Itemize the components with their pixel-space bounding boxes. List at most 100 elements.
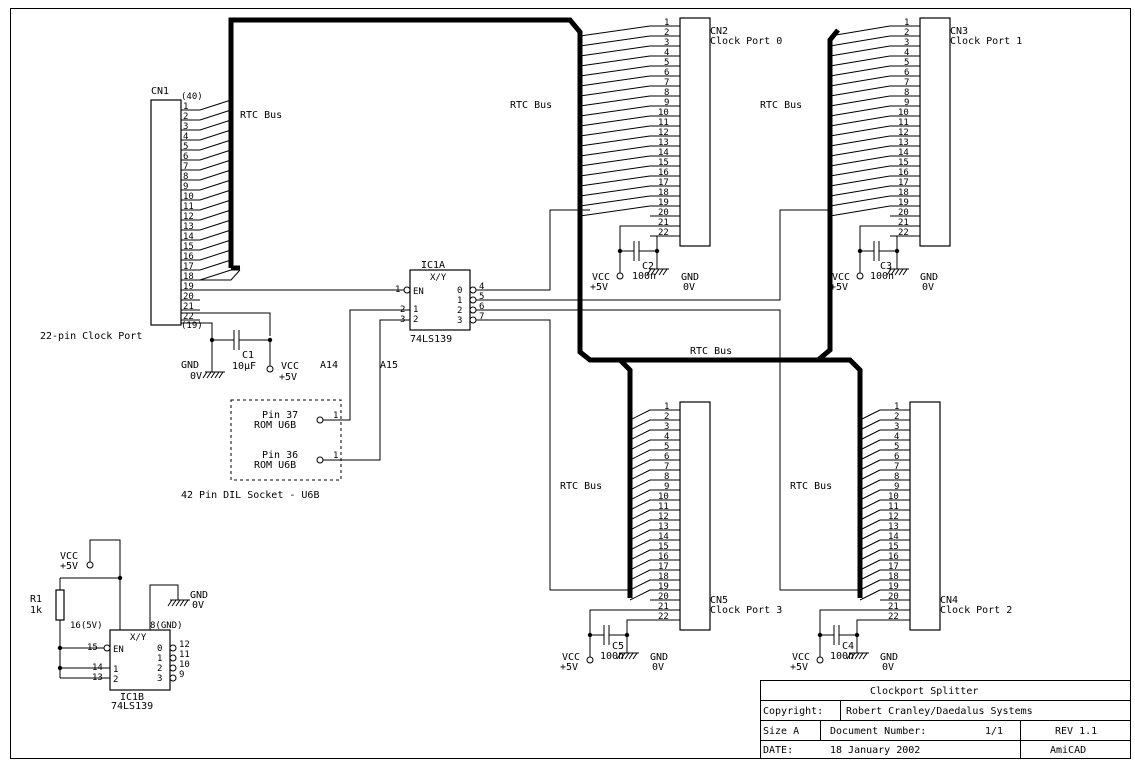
header-bus-entry [859,579,881,591]
cap-wire-gnd [890,235,898,251]
ic1b-gnd-hatch [167,599,189,607]
header-pin-number: 19 [898,198,909,208]
header-bus-entry [859,419,881,431]
header-bus-entry [579,45,651,57]
header-pin-number: 6 [894,452,899,462]
header-bus-entry [859,539,881,551]
c3-vcc: VCC [832,272,850,283]
header-bus-entry [859,429,881,441]
c5-0v: 0V [652,662,664,673]
header-bus-entry [829,175,891,187]
c1-wire-vcc [181,312,271,336]
ic1a-out-bubble [469,286,477,294]
ic1b-out-name: 0 [157,644,162,654]
ic1b-vcc: VCC [60,551,78,562]
cn1-gnd-symbol: GND 0V [181,360,225,382]
header-bus-entry [829,25,891,37]
cn1-pin-number: 17 [183,262,194,272]
header-bus-entry [629,479,651,491]
header-bus-entry [829,195,891,207]
c2-0v: 0V [683,282,695,293]
header-bus-entry [629,449,651,461]
header-bus-entry [829,185,891,197]
header-pin-number: 2 [664,412,669,422]
header-bus-entry [829,95,891,107]
header-pin-number: 20 [658,592,669,602]
cn3-ref: CN3 [950,26,968,37]
cn1-vcc-5v: +5V [279,372,297,383]
header-pin-number: 19 [658,582,669,592]
tb-doc-label: Document Number: [830,726,926,737]
ic1a-en-bubble [403,286,411,294]
socket-outline [230,399,342,481]
connector-cn1: CN1 (40) (19) 22-pin Clock Port 12345678… [40,86,232,342]
header-bus-entry [859,589,881,601]
header-bus-entry [579,65,651,77]
header-pin-number: 21 [658,218,669,228]
cn1-pin-number: 4 [183,132,188,142]
header-bus-entry [579,85,651,97]
cn5-caption: Clock Port 3 [710,605,782,616]
cn1-gnd-label: GND [181,360,199,371]
c5-gnd: GND [650,652,668,663]
cn1-pin-number: 14 [183,232,194,242]
ic1a-out-name: 0 [457,286,462,296]
header-bus-entry [859,509,881,521]
header-pin-number: 17 [898,178,909,188]
header-pin-number: 4 [664,432,669,442]
sheet-border [10,8,1131,759]
c4-0v: 0V [882,662,894,673]
connector-cn3: CN3 Clock Port 1 12345678910111213141516… [829,17,1022,247]
ic1b-body [109,629,171,691]
cap-wire-gnd [626,619,650,635]
header-bus-entry [629,579,651,591]
cn1-bus-entry [199,139,232,151]
ic1b-en: EN [113,645,124,655]
header-pin-number: 3 [904,38,909,48]
capacitor-c4: C4 100n VCC +5V GND 0V [790,609,898,673]
header-pin-number: 21 [888,602,899,612]
header-pin-number: 22 [658,228,669,238]
cn1-pin-number: 13 [183,222,194,232]
cap-junction [587,632,593,638]
header-pin-number: 20 [898,208,909,218]
cn1-bus-entry [199,239,232,251]
header-pin-number: 21 [898,218,909,228]
header-bus-entry [629,509,651,521]
header-bus-entry [829,105,891,117]
header-bus-entry [629,539,651,551]
cn2-ref: CN2 [710,26,728,37]
tb-copyright-label: Copyright: [763,706,823,717]
wire-out3-cn5 [476,319,630,591]
c4-ref: C4 [842,641,854,652]
ic1a-out-num: 5 [479,292,484,302]
header-pin-number: 17 [658,178,669,188]
cn1-body [150,99,182,326]
header-pin-number: 20 [888,592,899,602]
cn1-bus-entry [199,249,232,261]
ic1b-pwr-note: 16(5V) [70,621,103,631]
cn1-bus-entry [199,259,232,271]
header-pin-number: 15 [898,158,909,168]
header-pin-number: 16 [888,552,899,562]
wire-out2-cn4 [476,309,860,591]
header-pin-number: 1 [894,402,899,412]
header-bus-entry [629,459,651,471]
pin36-num: 1 [333,451,338,461]
header-pin-number: 10 [898,108,909,118]
ic1b-out-num: 9 [179,670,184,680]
pin36-rom: ROM U6B [254,460,296,471]
header-bus-entry [579,115,651,127]
ic1a-ref: IC1A [421,260,445,271]
cn1-bus-entry [199,269,232,281]
cn1-pin-number: 6 [183,152,188,162]
header-bus-entry [579,105,651,117]
cn1-pin-number: 20 [183,292,194,302]
header-pin-number: 22 [898,228,909,238]
c3-gnd: GND [920,272,938,283]
connector-cn2: CN2 Clock Port 0 12345678910111213141516… [579,17,782,247]
header-pin-number: 4 [904,48,909,58]
